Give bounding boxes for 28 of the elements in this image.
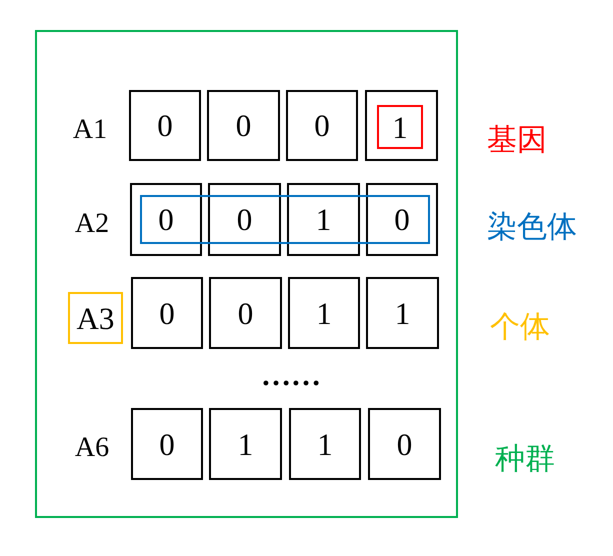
bit-cell: 0 — [208, 183, 281, 256]
bit-cell: 0 — [368, 408, 441, 480]
row-label: A2 — [74, 210, 110, 238]
term-label: 基因 — [487, 124, 547, 156]
term-label: 染色体 — [487, 210, 577, 244]
bit-cell: 0 — [207, 90, 280, 161]
bit-cell — [365, 90, 438, 161]
bit-cell: 1 — [209, 408, 282, 480]
row-label: A1 — [72, 116, 108, 144]
bit-cell: 0 — [131, 277, 203, 349]
bit-cell: 0 — [366, 183, 438, 256]
bit-cell: 0 — [129, 90, 201, 161]
bit-cell: 0 — [130, 183, 202, 256]
term-label: 个体 — [490, 310, 550, 344]
chromosome-highlight-frame — [140, 195, 430, 244]
bit-cell: 1 — [288, 277, 360, 349]
individual-highlight-frame: A3 — [68, 292, 123, 344]
bit-cell: 1 — [366, 277, 439, 349]
term-label: 种群 — [495, 442, 555, 476]
bit-cell: 0 — [131, 408, 203, 480]
row-label: A6 — [74, 434, 110, 462]
bit-cell: 0 — [209, 277, 282, 349]
gene-highlight-frame: 1 — [377, 105, 423, 149]
bit-cell: 1 — [287, 183, 360, 256]
bit-cell: 0 — [286, 90, 358, 161]
bit-cell: 1 — [289, 408, 361, 480]
ellipsis-mark: …… — [261, 361, 321, 391]
population-frame — [35, 30, 458, 518]
